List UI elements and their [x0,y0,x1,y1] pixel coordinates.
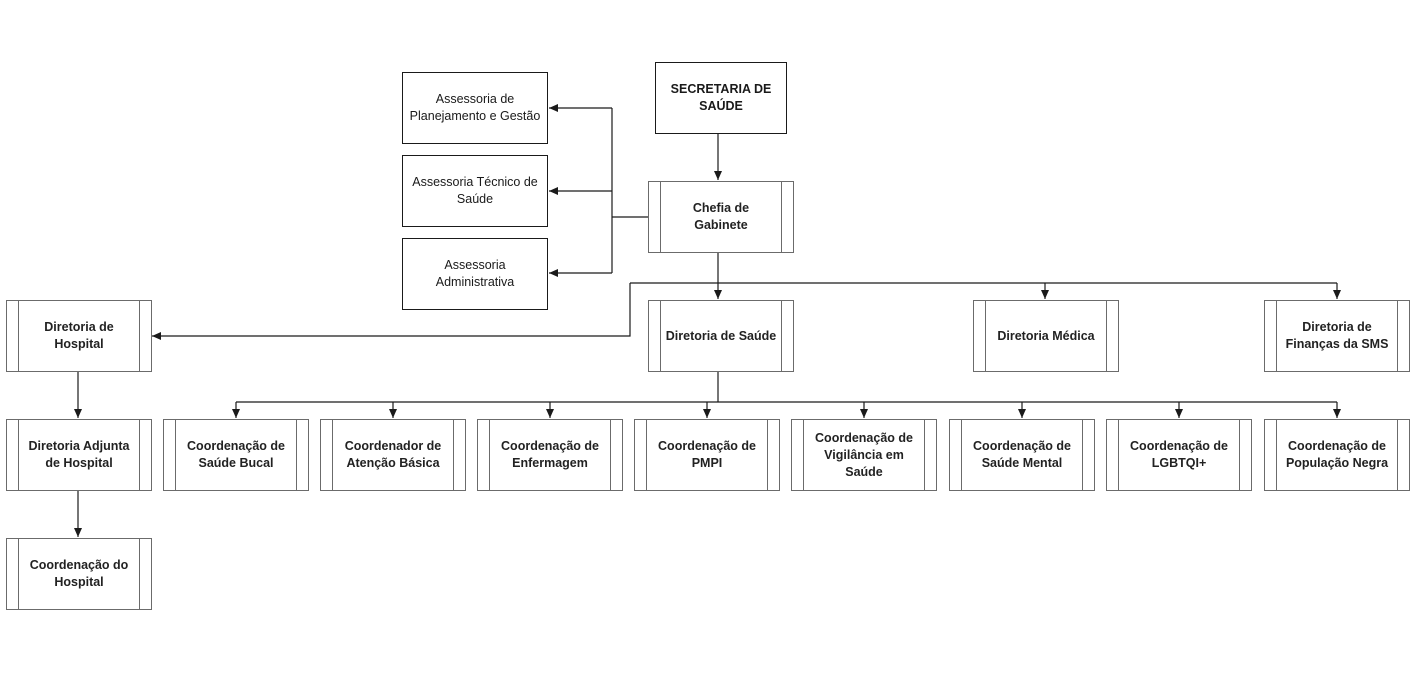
node-label: Coordenação do Hospital [29,558,129,589]
node-coordenacao-hospital: Coordenação do Hospital [6,538,152,610]
node-label: Coordenação de Saúde Mental [973,439,1071,470]
node-coord-vigilancia: Coordenação de Vigilância em Saúde [791,419,937,491]
edge-to-diretoria-hospital [152,283,631,340]
node-assessoria-planejamento: Assessoria de Planejamento e Gestão [402,72,548,144]
node-chefia-gabinete: Chefia de Gabinete [648,181,794,253]
node-label: Coordenação de Vigilância em Saúde [815,430,913,479]
node-label: Assessoria de Planejamento e Gestão [409,92,541,123]
node-label: Coordenação de População Negra [1285,439,1389,470]
node-diretoria-saude: Diretoria de Saúde [648,300,794,372]
node-label: Coordenação de Saúde Bucal [187,439,285,470]
node-label: Coordenação de LGBTQI+ [1130,439,1228,470]
node-coord-enfermagem: Coordenação de Enfermagem [477,419,623,491]
node-coord-atencao-basica: Coordenador de Atenção Básica [320,419,466,491]
node-label: Coordenação de Enfermagem [501,439,599,470]
node-diretoria-financas: Diretoria de Finanças da SMS [1264,300,1410,372]
node-label: Coordenação de PMPI [658,439,756,470]
node-label: Diretoria de Saúde [665,328,777,343]
node-coord-pmpi: Coordenação de PMPI [634,419,780,491]
node-coord-saude-bucal: Coordenação de Saúde Bucal [163,419,309,491]
node-label: Diretoria de Finanças da SMS [1285,320,1389,351]
node-label: Chefia de Gabinete [692,201,750,232]
node-assessoria-tecnico: Assessoria Técnico de Saúde [402,155,548,227]
node-label: Diretoria Adjunta de Hospital [28,439,130,470]
node-coord-populacao-negra: Coordenação de População Negra [1264,419,1410,491]
node-label: Diretoria Médica [997,328,1095,343]
node-assessoria-administrativa: Assessoria Administrativa [402,238,548,310]
node-label: Assessoria Administrativa [435,258,515,289]
node-label: Assessoria Técnico de Saúde [412,175,538,206]
node-label: Diretoria de Hospital [44,320,114,351]
node-coord-lgbtqi: Coordenação de LGBTQI+ [1106,419,1252,491]
node-secretaria: SECRETARIA DE SAÚDE [655,62,787,134]
node-label: SECRETARIA DE SAÚDE [670,82,772,113]
node-label: Coordenador de Atenção Básica [344,439,442,470]
node-diretoria-hospital: Diretoria de Hospital [6,300,152,372]
node-coord-saude-mental: Coordenação de Saúde Mental [949,419,1095,491]
node-diretoria-medica: Diretoria Médica [973,300,1119,372]
node-diretoria-adjunta: Diretoria Adjunta de Hospital [6,419,152,491]
